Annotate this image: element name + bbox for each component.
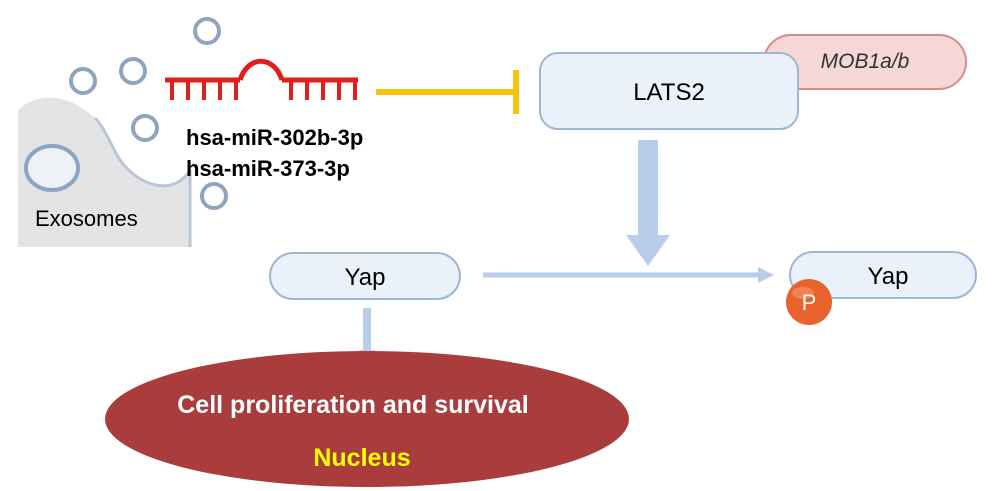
lats2-node: LATS2 (539, 52, 799, 130)
phosphorylation-arrow (483, 267, 774, 283)
inhibition-edge (376, 70, 519, 114)
exosome-vesicle (69, 67, 97, 95)
exosome-vesicle (119, 57, 147, 85)
phospho-yap-node: Yap (789, 251, 977, 299)
multivesicular-body (24, 144, 80, 192)
exosome-vesicle (131, 114, 159, 142)
mirna-name-2: hsa-miR-373-3p (186, 156, 350, 181)
exosome-vesicles (69, 17, 228, 210)
lats2-down-arrow (626, 140, 670, 266)
exosomes-label: Exosomes (35, 206, 138, 231)
mirna-name-1: hsa-miR-302b-3p (186, 125, 363, 150)
mob1-label: MOB1a/b (821, 50, 910, 73)
yap-label: Yap (345, 264, 386, 291)
phospho-yap-label: Yap (868, 263, 909, 290)
cell-body (18, 97, 192, 247)
mirna-icon (165, 58, 358, 100)
yap-node: Yap (269, 252, 461, 300)
nucleus: Cell proliferation and survival Nucleus (105, 351, 629, 487)
lats2-label: LATS2 (633, 79, 705, 106)
cell-proliferation-label: Cell proliferation and survival (177, 391, 528, 419)
phosphate-icon: P (786, 279, 832, 325)
exosome-vesicle (200, 182, 228, 210)
nucleus-label: Nucleus (313, 444, 410, 472)
exosome-vesicle (193, 17, 221, 45)
phosphate-label: P (802, 290, 817, 315)
mob1-node: MOB1a/b (763, 34, 967, 90)
